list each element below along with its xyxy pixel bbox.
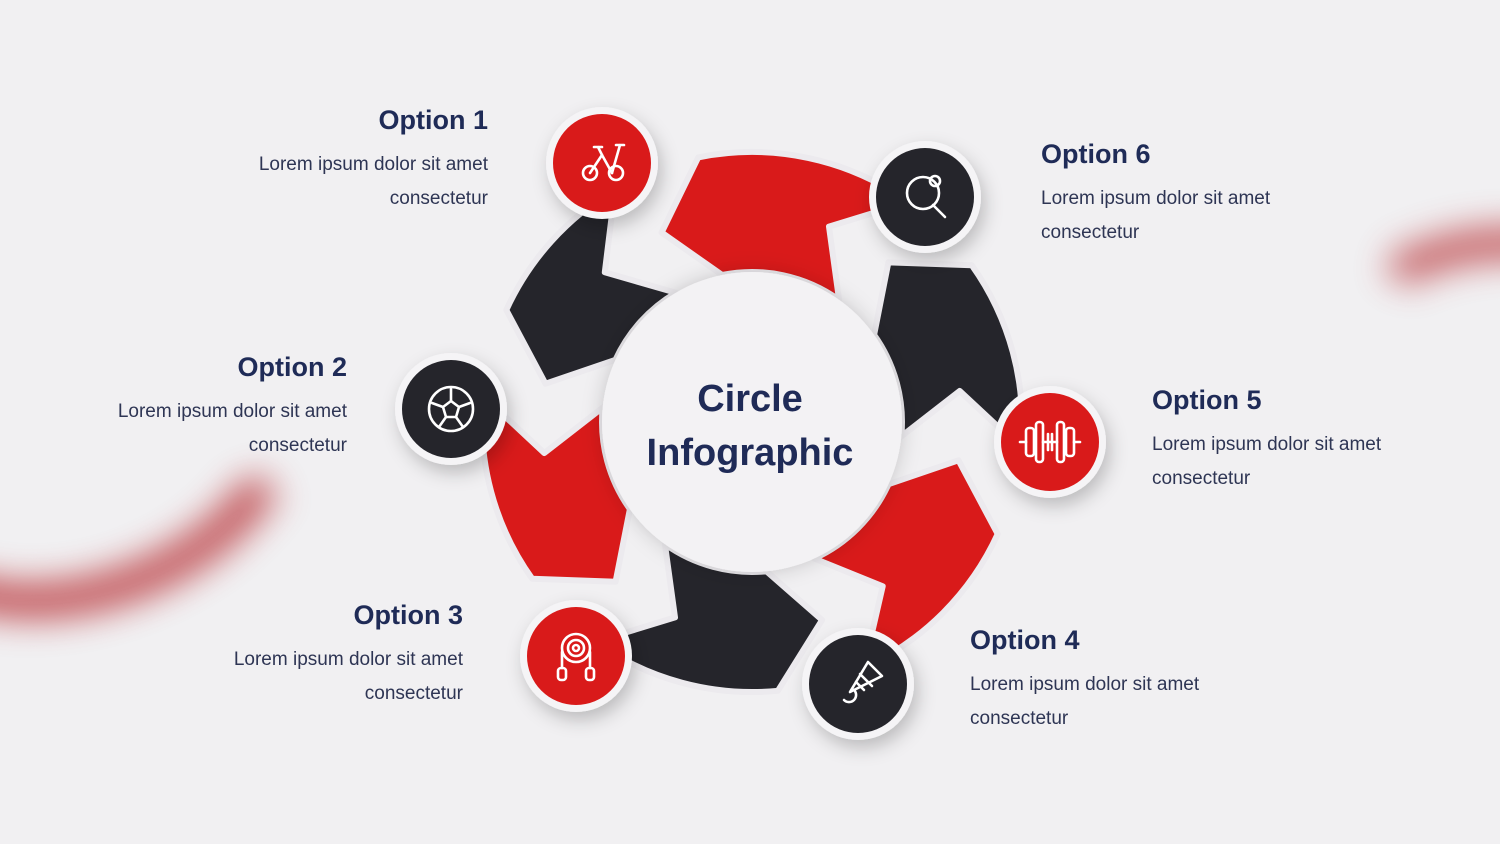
- center-title-line2: Infographic: [646, 432, 854, 474]
- option-2: Option 2 Lorem ipsum dolor sit amet cons…: [47, 351, 347, 463]
- soccer-ball-icon: [427, 385, 475, 433]
- option-3-title: Option 3: [353, 600, 464, 630]
- option-4-title: Option 4: [970, 625, 1080, 655]
- option-4-badge: [802, 628, 914, 740]
- exercise-bike-icon: [581, 143, 626, 182]
- center-disc: [602, 272, 902, 572]
- option-4: Option 4 Lorem ipsum dolor sit amet cons…: [970, 624, 1270, 736]
- option-1-desc-line2: consectetur: [389, 188, 488, 209]
- option-6-badge: [869, 141, 981, 253]
- center-title: Circle Infographic: [600, 372, 900, 480]
- jump-rope-icon: [556, 632, 596, 682]
- option-5-badge: [994, 386, 1106, 498]
- option-3: Option 3 Lorem ipsum dolor sit amet cons…: [163, 599, 463, 711]
- option-1-desc-line1: Lorem ipsum dolor sit amet: [258, 154, 488, 175]
- option-1: Option 1 Lorem ipsum dolor sit amet cons…: [188, 104, 488, 216]
- option-6-title: Option 6: [1041, 139, 1151, 169]
- option-6: Option 6 Lorem ipsum dolor sit amet cons…: [1041, 138, 1341, 250]
- option-6-desc-line2: consectetur: [1041, 222, 1140, 243]
- option-4-desc-line2: consectetur: [970, 708, 1069, 729]
- option-4-desc-line1: Lorem ipsum dolor sit amet: [970, 674, 1200, 695]
- icon-badges: [395, 107, 1106, 740]
- option-2-desc-line1: Lorem ipsum dolor sit amet: [117, 401, 347, 422]
- option-2-title: Option 2: [237, 352, 348, 382]
- option-3-desc-line1: Lorem ipsum dolor sit amet: [233, 649, 463, 670]
- option-2-desc-line2: consectetur: [248, 435, 347, 456]
- option-1-badge: [546, 107, 658, 219]
- shuttlecock-icon: [842, 660, 884, 704]
- option-5-title: Option 5: [1152, 385, 1262, 415]
- option-5: Option 5 Lorem ipsum dolor sit amet cons…: [1152, 384, 1452, 496]
- option-1-title: Option 1: [378, 105, 489, 135]
- option-2-badge: [395, 353, 507, 465]
- option-3-badge: [520, 600, 632, 712]
- option-5-desc-line1: Lorem ipsum dolor sit amet: [1152, 434, 1382, 455]
- center-title-line1: Circle: [697, 378, 803, 420]
- ping-pong-icon: [905, 174, 947, 219]
- option-3-desc-line2: consectetur: [364, 683, 463, 704]
- option-6-desc-line1: Lorem ipsum dolor sit amet: [1041, 188, 1271, 209]
- option-5-desc-line2: consectetur: [1152, 468, 1251, 489]
- dumbbell-icon: [1018, 420, 1082, 464]
